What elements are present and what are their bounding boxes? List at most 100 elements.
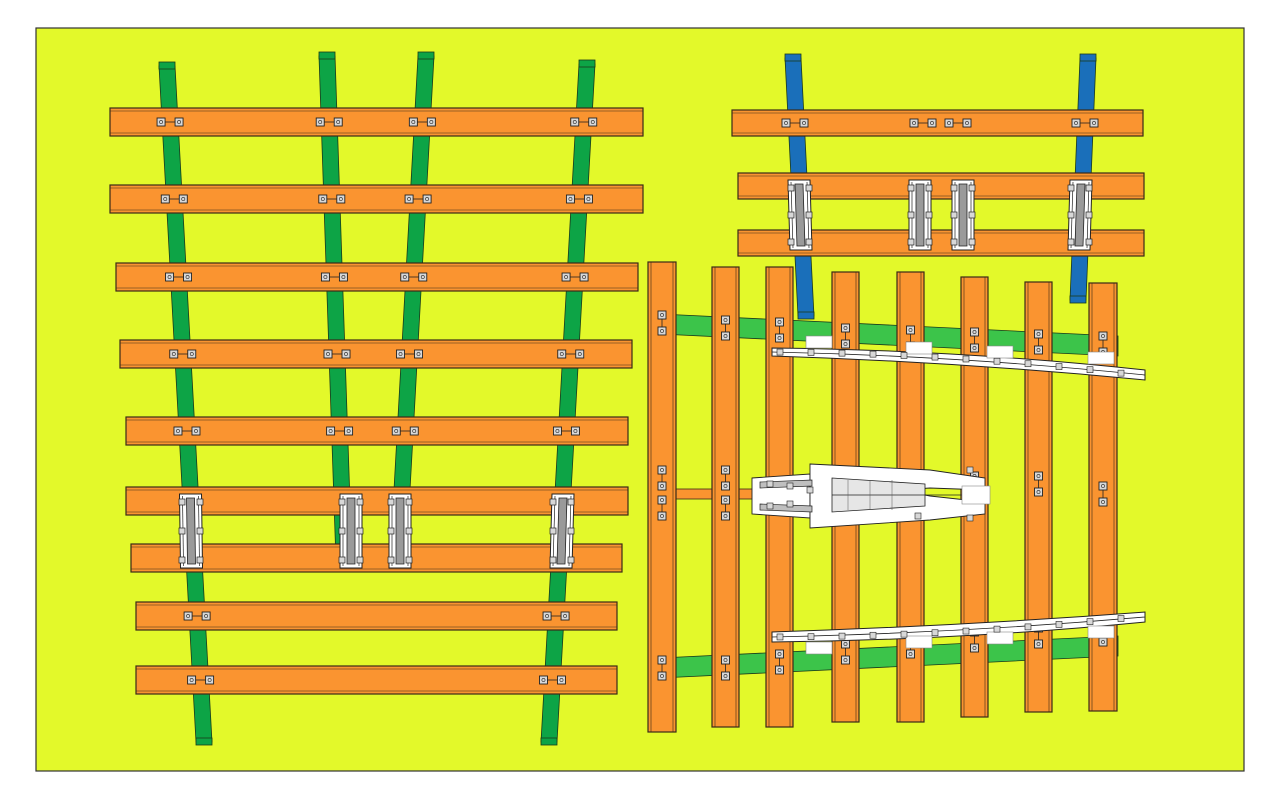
fastener-clip: [721, 671, 730, 681]
slide-plate: [907, 179, 933, 251]
fastener-bolt: [563, 614, 567, 618]
fastener-bolt: [660, 313, 664, 317]
rail-clip: [931, 353, 939, 361]
fastener-clip: [160, 194, 170, 204]
fastener-clip: [721, 465, 730, 475]
fastener-clip-pair: [561, 272, 589, 282]
fastener-clip: [174, 117, 184, 127]
fastener-bolt: [346, 429, 351, 433]
fastener-clip: [552, 426, 562, 436]
fastener-bolt: [186, 614, 191, 618]
fastener-bolt: [777, 336, 782, 340]
fastener-clip: [1098, 637, 1108, 647]
fastener-clip: [583, 194, 593, 204]
fastener-bolt: [545, 614, 549, 618]
fastener-bolt: [577, 352, 582, 356]
fastener-clip: [944, 118, 954, 128]
fastener-clip-pair: [775, 649, 784, 675]
fastener-bolt: [159, 120, 163, 124]
fastener-clip: [970, 643, 979, 653]
fastener-bolt: [947, 121, 951, 125]
rail-base-plate: [905, 341, 933, 355]
fastener-bolt: [843, 642, 848, 646]
fastener-bolt: [930, 121, 934, 125]
fastener-clip: [579, 272, 589, 282]
fastener-clip-pair: [183, 611, 211, 621]
fastener-clip: [775, 333, 784, 343]
fastener-clip: [799, 118, 809, 128]
fastener-bolt: [777, 668, 782, 672]
blue-rail-1-end-cap: [784, 53, 802, 62]
tie-body: [109, 184, 644, 214]
rail-clip: [1086, 366, 1094, 373]
fastener-clip: [542, 611, 552, 621]
fastener-clip-pair: [320, 272, 348, 282]
fastener-bolt: [572, 120, 577, 124]
frog-bolt: [786, 500, 794, 508]
tie-left-1: [109, 107, 644, 137]
fastener-clip: [169, 349, 179, 359]
slide-plate-clip: [549, 527, 557, 535]
fastener-bolt: [194, 429, 198, 433]
fastener-bolt: [167, 275, 172, 279]
fastener-bolt: [1074, 121, 1078, 125]
fastener-bolt: [1092, 121, 1096, 125]
fastener-bolt: [843, 658, 848, 662]
slide-plate-clip: [787, 238, 795, 246]
fastener-clip-pair: [1071, 118, 1099, 128]
fastener-clip: [1089, 118, 1099, 128]
slide-plate: [387, 493, 413, 569]
fastener-clip: [191, 426, 201, 436]
slide-plate-clip: [178, 556, 186, 564]
fastener-clip: [1098, 331, 1108, 341]
slide-plate-clip: [356, 498, 364, 506]
fastener-clip: [575, 349, 585, 359]
fastener-clip-pair: [909, 118, 937, 128]
rail-base-plate: [1087, 351, 1115, 365]
fastener-clip: [1034, 471, 1043, 481]
fastener-clip: [781, 118, 791, 128]
fastener-clip-pair: [657, 310, 667, 336]
fastener-clip-pair: [775, 317, 784, 343]
fastener-bolt: [1036, 642, 1041, 646]
fastener-bolt: [723, 674, 728, 678]
rail-clip: [993, 357, 1001, 365]
slide-plate-clip: [950, 211, 958, 219]
tie-body: [125, 486, 629, 516]
slide-plate-clip: [787, 211, 795, 219]
frog-bolt: [766, 480, 774, 488]
fastener-bolt: [802, 121, 806, 125]
fastener-clip-pair: [315, 117, 343, 127]
fastener-bolt: [1036, 490, 1041, 494]
fastener-clip: [418, 272, 428, 282]
slide-plate-clip: [925, 238, 933, 246]
fastener-clip-pair: [1098, 481, 1108, 507]
frog-bolt: [786, 482, 794, 490]
fastener-clip: [344, 426, 354, 436]
fastener-bolt: [407, 197, 411, 201]
tie-body: [119, 339, 633, 369]
slide-plate: [338, 493, 364, 569]
fastener-clip: [391, 426, 401, 436]
slide-plate-clip: [567, 556, 575, 564]
fastener-bolt: [559, 352, 564, 356]
rail-clip: [1055, 363, 1063, 370]
fastener-clip: [657, 310, 667, 320]
fastener-clip-pair: [721, 655, 730, 681]
fastener-bolt: [163, 197, 168, 201]
fastener-clip: [721, 315, 730, 325]
bottom-right-panel-stock-rails: [771, 335, 1146, 655]
fastener-bolt: [660, 484, 664, 488]
fastener-bolt: [1101, 500, 1105, 504]
fastener-clip: [323, 349, 333, 359]
fastener-clip: [570, 426, 580, 436]
slide-plate-clip: [950, 184, 958, 192]
rail-clip: [807, 349, 815, 356]
frog-bolt: [806, 486, 814, 494]
slide-plate-clip: [805, 238, 813, 246]
stock-rail-web: [771, 351, 1146, 376]
left-panel-ties: [109, 107, 644, 695]
slide-plate-clip: [549, 556, 557, 564]
slide-plate: [950, 179, 976, 251]
tie-body: [130, 543, 623, 573]
